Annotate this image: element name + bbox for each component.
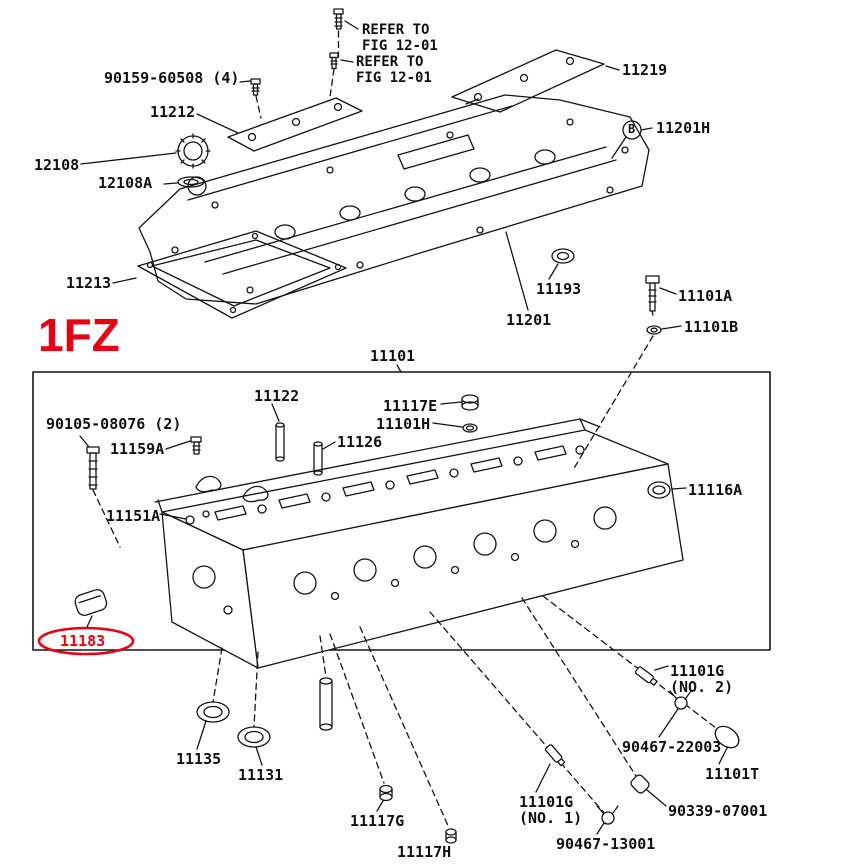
cap-11117H-drawing xyxy=(445,828,457,844)
cap-11117G-drawing xyxy=(376,784,393,812)
cylinder-head-drawing xyxy=(154,418,684,669)
part-number: 11101G xyxy=(670,662,725,680)
engine-code: 1FZ xyxy=(38,309,120,361)
part-label-90467-22003: 90467-22003 xyxy=(622,738,722,756)
bolt-11101A-drawing xyxy=(645,275,682,335)
part-label-12108A: 12108A xyxy=(98,174,153,192)
part-label-11117H: 11117H xyxy=(397,843,452,861)
plug-90339-drawing xyxy=(630,774,667,807)
stud-11122-drawing xyxy=(271,403,285,462)
highlight-oval-11183 xyxy=(37,626,135,656)
part-label-90105-08076: 90105-08076 (2) xyxy=(46,415,182,433)
seal-11135-drawing xyxy=(196,701,230,750)
gasket-11213-drawing xyxy=(112,230,347,319)
pin-11101G-no1-drawing xyxy=(535,744,566,793)
part-label-11126: 11126 xyxy=(337,433,383,451)
callout-b-label: B xyxy=(628,122,636,136)
part-label-11116A: 11116A xyxy=(688,481,743,499)
part-label-11193: 11193 xyxy=(536,280,582,298)
part-label-11201: 11201 xyxy=(506,311,552,329)
part-label-11101G-no1: 11101G (NO. 1) xyxy=(519,794,582,826)
part-label-11101T: 11101T xyxy=(705,765,760,783)
note-refer-fig-top: REFER TO FIG 12-01 xyxy=(362,22,438,54)
bolt-11159A-drawing xyxy=(165,436,202,455)
part-label-11212: 11212 xyxy=(150,103,196,121)
part-label-90159-60508: 90159-60508 (4) xyxy=(104,69,240,87)
part-label-90339-07001: 90339-07001 xyxy=(668,802,768,820)
note-line: REFER TO xyxy=(356,54,424,70)
part-number: 11101G xyxy=(519,793,574,811)
part-label-11213: 11213 xyxy=(66,274,112,292)
seal-11131-drawing xyxy=(237,726,271,766)
cap-11101T-drawing xyxy=(714,725,740,765)
part-label-12108: 12108 xyxy=(34,156,80,174)
part-label-90467-13001: 90467-13001 xyxy=(556,835,656,853)
note-line: REFER TO xyxy=(362,22,430,38)
cap-11183-drawing xyxy=(74,589,108,628)
part-qualifier: (NO. 1) xyxy=(519,809,583,827)
part-label-11101A: 11101A xyxy=(678,287,733,305)
part-label-11122: 11122 xyxy=(254,387,300,405)
note-line: FIG 12-01 xyxy=(356,70,432,86)
note-refer-fig-bottom: REFER TO FIG 12-01 xyxy=(356,54,432,86)
part-label-11101G-no2: 11101G (NO. 2) xyxy=(670,663,733,695)
seal-11193-drawing xyxy=(505,231,575,311)
part-label-11101: 11101 xyxy=(370,347,416,365)
part-label-11183-highlighted: 11183 xyxy=(60,632,106,650)
part-qualifier: (NO. 2) xyxy=(670,678,734,696)
part-label-11135: 11135 xyxy=(176,750,222,768)
rocker-11151A-drawing xyxy=(159,475,269,525)
part-label-11101B: 11101B xyxy=(684,318,739,336)
pin-11101G-no2-drawing xyxy=(634,665,669,686)
baffle-plate-11212-drawing xyxy=(196,78,363,152)
bolt-90105-drawing xyxy=(79,435,100,490)
valve-guide-drawing xyxy=(319,677,333,731)
oil-cap-12108-drawing xyxy=(80,133,211,188)
valve-cover-drawing xyxy=(138,94,650,305)
callout-b-drawing xyxy=(611,120,653,159)
top-stud-bolts-drawing xyxy=(329,8,359,98)
part-label-11101H: 11101H xyxy=(376,415,431,433)
clip-90467-22003-drawing xyxy=(658,690,692,738)
part-label-11131: 11131 xyxy=(238,766,284,784)
part-label-11117E: 11117E xyxy=(383,397,438,415)
cap-11117E-and-ring-11101H-drawing xyxy=(432,394,479,433)
part-label-11151A: 11151A xyxy=(106,507,161,525)
part-label-11159A: 11159A xyxy=(110,440,165,458)
stud-11126-drawing xyxy=(313,441,336,476)
plate-11219-drawing xyxy=(451,49,620,113)
part-label-11219: 11219 xyxy=(622,61,668,79)
clip-90467-13001-drawing xyxy=(596,805,619,835)
plug-11116A-drawing xyxy=(647,481,687,499)
part-label-11117G: 11117G xyxy=(350,812,405,830)
part-label-11201H: 11201H xyxy=(656,119,711,137)
note-line: FIG 12-01 xyxy=(362,38,438,54)
